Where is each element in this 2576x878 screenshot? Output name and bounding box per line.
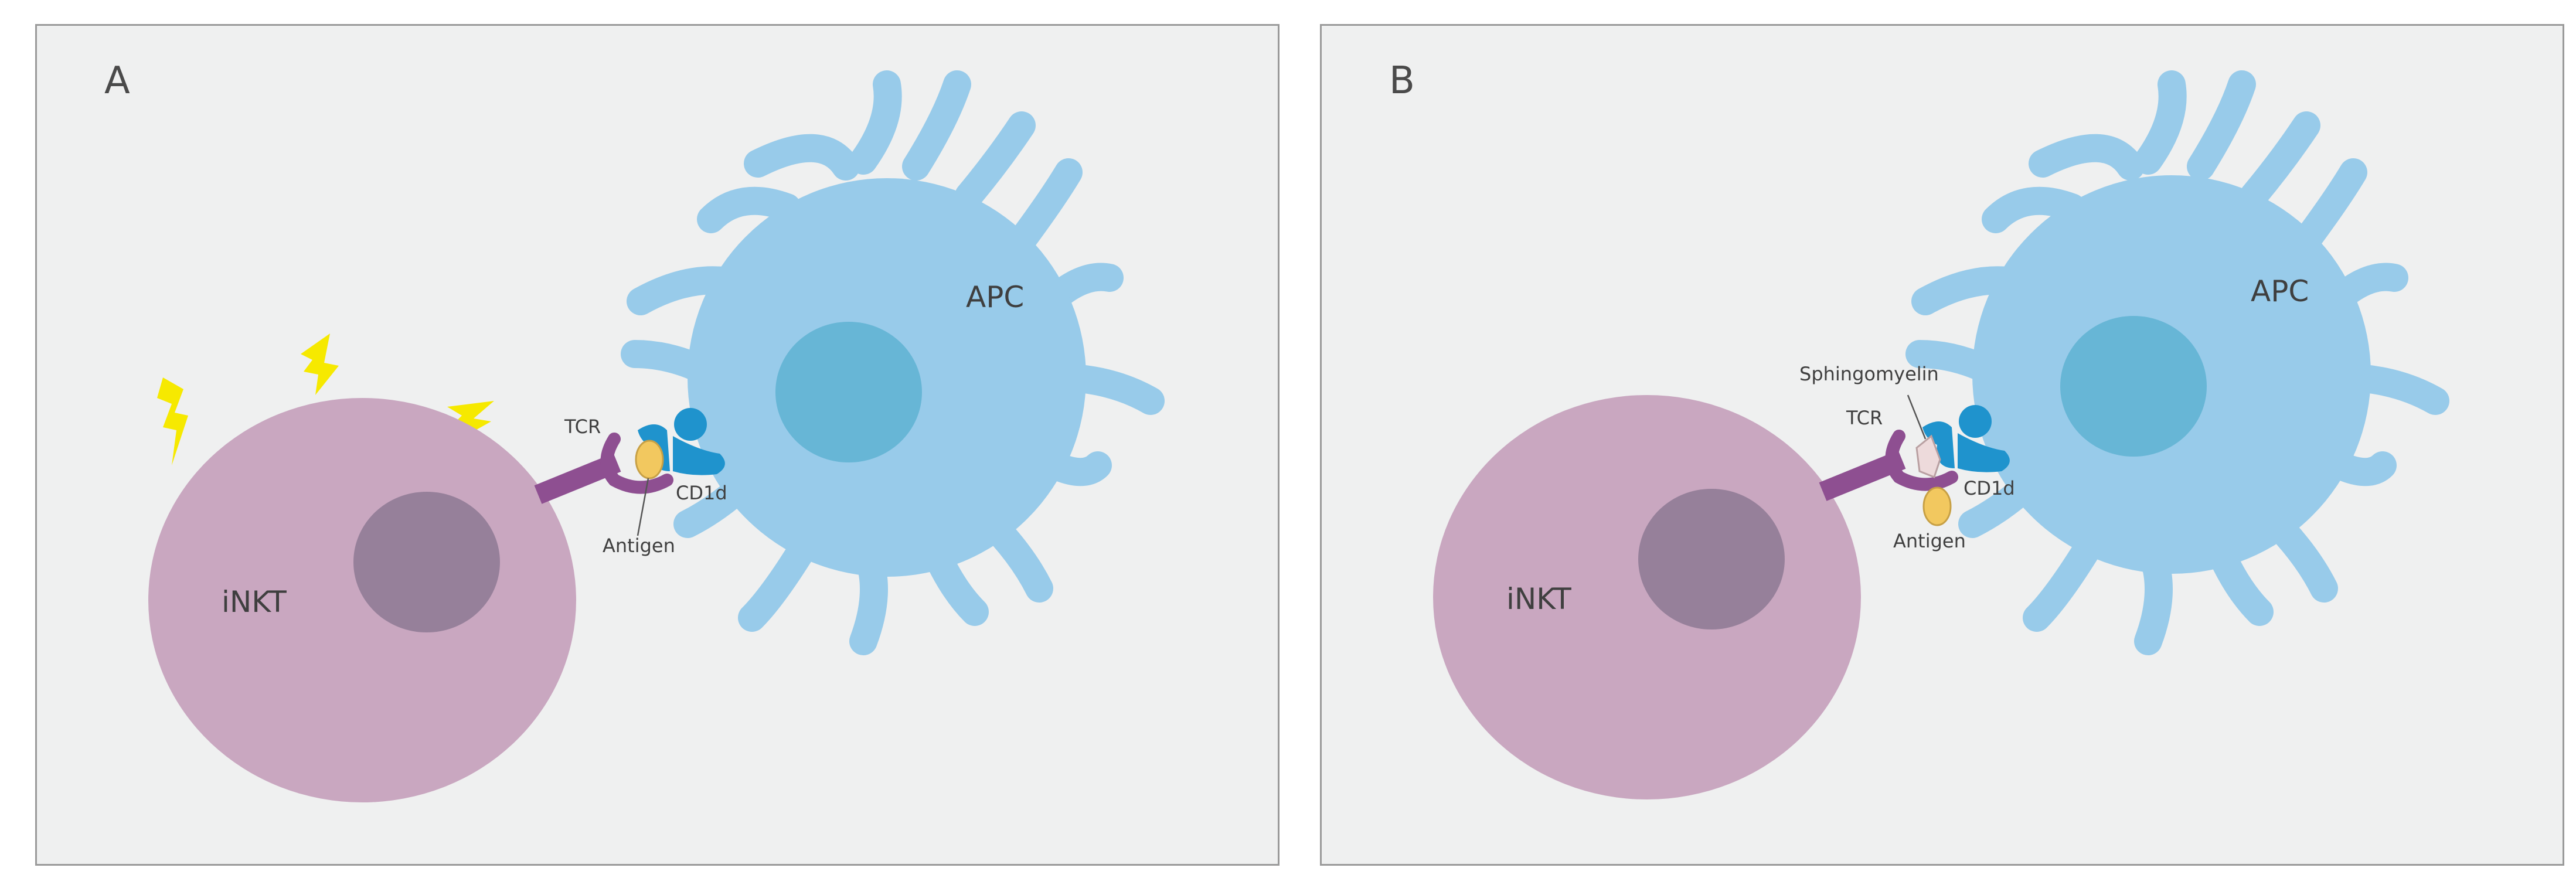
panel-letter: A bbox=[104, 59, 130, 103]
lightning-bolt-icon bbox=[444, 401, 494, 448]
inkt-cell bbox=[1433, 395, 1861, 799]
panel-b-diagram: B bbox=[1389, 59, 2449, 799]
lightning-bolt-icon bbox=[301, 333, 339, 395]
sphingomyelin-label: Sphingomyelin bbox=[1799, 363, 1939, 385]
apc-cell bbox=[1905, 70, 2449, 655]
antigen-label: Antigen bbox=[1893, 530, 1966, 552]
apc-label: APC bbox=[2251, 274, 2309, 308]
panel-a-diagram: A bbox=[104, 59, 1165, 802]
tcr-label: TCR bbox=[564, 416, 601, 438]
inkt-nucleus bbox=[353, 492, 500, 632]
cd1d-molecule bbox=[1922, 405, 2010, 472]
tcr-receptor bbox=[1819, 430, 1958, 501]
tcr-receptor bbox=[534, 433, 673, 504]
lightning-bolt-icon bbox=[157, 377, 188, 465]
apc-nucleus bbox=[775, 322, 922, 462]
inkt-cell bbox=[148, 398, 576, 802]
cd1d-label: CD1d bbox=[1964, 477, 2015, 499]
antigen-molecule bbox=[1922, 486, 1952, 526]
sphingomyelin-molecule bbox=[1915, 434, 1941, 478]
antigen-label: Antigen bbox=[603, 535, 675, 557]
sphingomyelin-leader-line bbox=[1907, 394, 1927, 440]
panel-letter: B bbox=[1389, 59, 1415, 103]
inkt-label: iNKT bbox=[222, 585, 287, 619]
panel-a: A bbox=[35, 24, 1280, 866]
apc-nucleus bbox=[2060, 316, 2207, 457]
apc-label: APC bbox=[966, 280, 1024, 314]
cd1d-label: CD1d bbox=[676, 482, 727, 504]
inkt-nucleus bbox=[1638, 489, 1785, 629]
antigen-leader-line bbox=[637, 478, 649, 536]
antigen-molecule bbox=[635, 440, 664, 479]
inkt-label: iNKT bbox=[1506, 582, 1571, 616]
tcr-label: TCR bbox=[1846, 407, 1883, 429]
panel-b: B bbox=[1320, 24, 2564, 866]
